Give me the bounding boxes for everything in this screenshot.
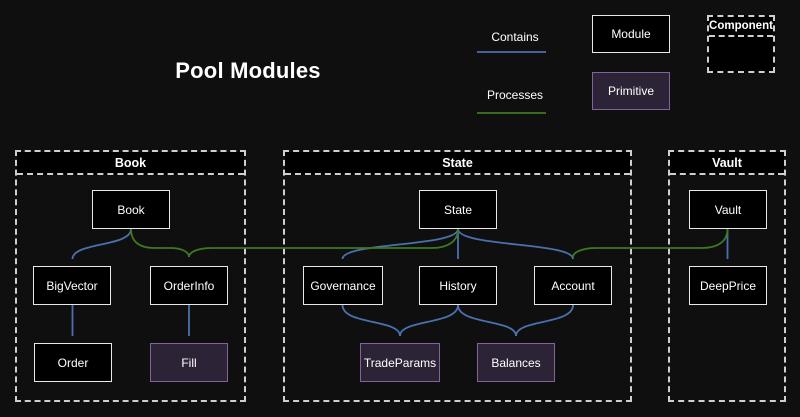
legend-module-box: Module	[592, 15, 670, 53]
node-governance: Governance	[303, 266, 383, 305]
node-deepprice: DeepPrice	[689, 266, 767, 305]
legend-processes-label: Processes	[486, 88, 544, 102]
legend-component-label: Component	[709, 17, 773, 37]
vault-container-header: Vault	[670, 152, 784, 175]
node-account: Account	[534, 266, 612, 305]
node-order: Order	[34, 343, 112, 382]
legend-primitive-box: Primitive	[592, 72, 670, 110]
node-tradeparams: TradeParams	[360, 343, 440, 382]
node-bigvector: BigVector	[33, 266, 111, 305]
node-orderinfo: OrderInfo	[150, 266, 228, 305]
node-vault: Vault	[689, 190, 767, 229]
node-fill: Fill	[150, 343, 228, 382]
book-container: Book	[15, 150, 246, 402]
page-title: Pool Modules	[175, 58, 321, 83]
node-balances: Balances	[477, 343, 555, 382]
legend-component-box: Component	[707, 15, 775, 73]
node-state: State	[419, 190, 497, 229]
state-container: State	[283, 150, 632, 402]
node-history: History	[419, 266, 497, 305]
node-book: Book	[92, 190, 170, 229]
vault-container: Vault	[668, 150, 786, 402]
state-container-header: State	[285, 152, 630, 175]
legend-contains-label: Contains	[491, 30, 539, 44]
book-container-header: Book	[17, 152, 244, 175]
